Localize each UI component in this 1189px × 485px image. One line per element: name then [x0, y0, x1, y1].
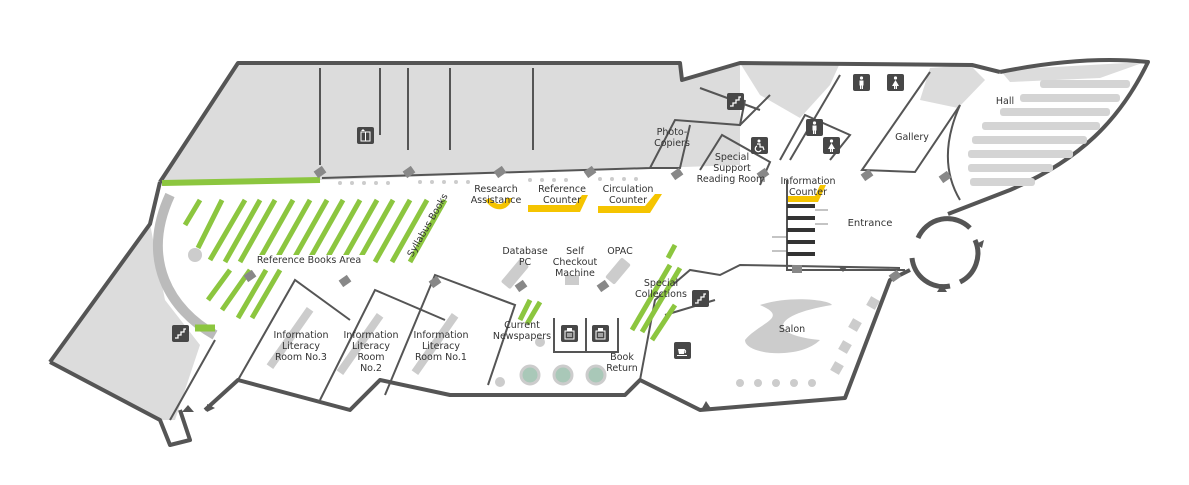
hall-seats: [968, 80, 1130, 186]
label-hall: Hall: [995, 96, 1015, 107]
stairs-icon: [692, 290, 709, 307]
book-return-icon: [592, 325, 609, 342]
dotted-edges: [338, 177, 638, 185]
label-reference-books-area: Reference Books Area: [250, 255, 368, 266]
furniture: [188, 248, 880, 387]
label-reference-counter: Reference Counter: [538, 184, 586, 206]
label-reading-room: Reading Room: [696, 174, 766, 185]
globe-tables: [519, 364, 607, 386]
cafe-icon: [674, 342, 691, 359]
label-circulation-counter: Circulation Counter: [602, 184, 654, 206]
label-gallery: Gallery: [895, 132, 929, 143]
accessible-icon: [751, 137, 768, 154]
label-salon: Salon: [778, 324, 806, 335]
revolving-door: [909, 216, 981, 290]
bookshelves: [161, 177, 683, 342]
restroom-male-icon: [806, 119, 823, 136]
stairs-icon: [727, 93, 744, 110]
elevator-icon: [357, 127, 374, 144]
label-current-newspapers: Current Newspapers: [492, 320, 552, 342]
checkout-box: [553, 318, 587, 353]
counters: [485, 185, 826, 213]
restroom-female-icon: [887, 74, 904, 91]
label-self-checkout: Self Checkout Machine: [552, 246, 598, 279]
restroom-male-icon: [853, 74, 870, 91]
label-info-room-1: Information Literacy Room No.1: [413, 330, 469, 363]
label-opac: OPAC: [607, 246, 633, 257]
label-info-room-3: Information Literacy Room No.3: [273, 330, 329, 363]
label-special-support: Special Support: [713, 152, 751, 174]
entrance-stripes: [787, 204, 815, 256]
outer-walls: [48, 58, 1150, 447]
pillars: [243, 165, 952, 293]
checkout-machine-icon: [561, 325, 578, 342]
stairs-icon: [172, 325, 189, 342]
label-research-assistance: Research Assistance: [470, 184, 522, 206]
label-book-return: Book Return: [606, 352, 638, 374]
return-box: [585, 318, 619, 353]
label-special-collections: Special Collections: [635, 278, 687, 300]
label-database-pc: Database PC: [502, 246, 548, 268]
label-info-room-2: Information Literacy Room No.2: [343, 330, 399, 374]
arrows: [182, 240, 984, 412]
label-entrance: Entrance: [847, 218, 893, 229]
label-information-counter: Information Counter: [780, 176, 836, 198]
label-photo-copiers: Photo- Copiers: [654, 127, 690, 149]
restroom-female-icon: [823, 137, 840, 154]
inside-arrows: [772, 209, 828, 252]
